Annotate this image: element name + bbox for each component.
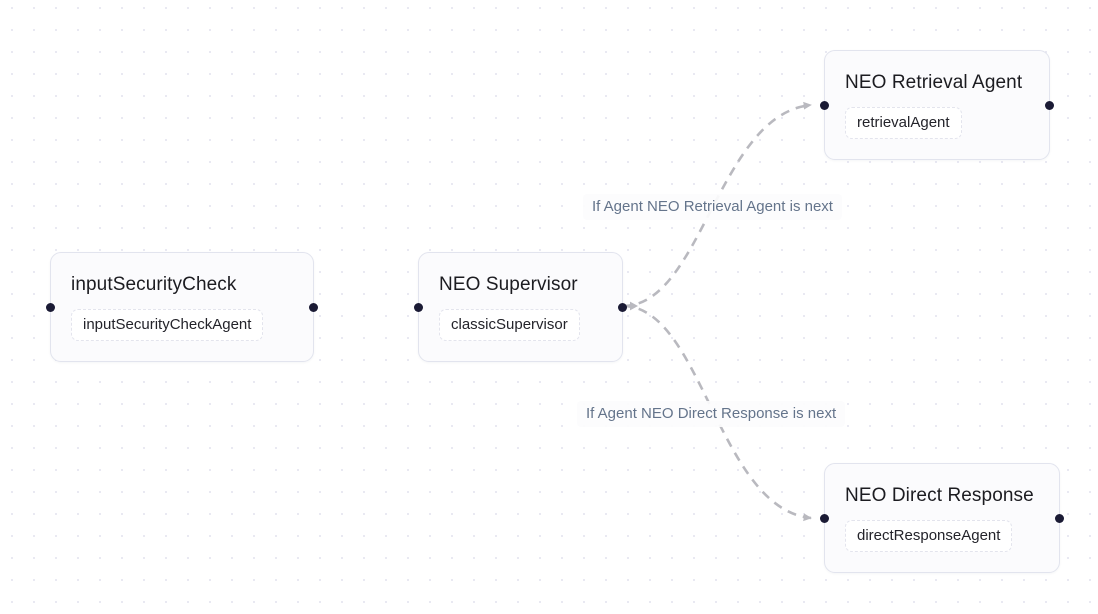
edge-label-direct-response[interactable]: If Agent NEO Direct Response is next	[577, 401, 846, 427]
port-input-left[interactable]	[46, 302, 55, 312]
node-neo-supervisor[interactable]: NEO Supervisor classicSupervisor	[414, 252, 627, 362]
node-title: inputSecurityCheck	[71, 274, 237, 295]
node-input-security-check[interactable]: inputSecurityCheck inputSecurityCheckAge…	[46, 252, 318, 362]
node-title: NEO Retrieval Agent	[845, 72, 1023, 93]
port-supervisor-left[interactable]	[414, 302, 423, 312]
port-retrieval-left[interactable]	[820, 100, 829, 110]
edge-label-retrieval[interactable]: If Agent NEO Retrieval Agent is next	[583, 194, 842, 220]
node-agent-badge: classicSupervisor	[439, 309, 580, 341]
port-retrieval-right[interactable]	[1045, 100, 1054, 110]
node-agent-badge: retrievalAgent	[845, 107, 962, 139]
node-title: NEO Supervisor	[439, 274, 578, 295]
port-direct-right[interactable]	[1055, 513, 1064, 523]
port-input-right[interactable]	[309, 302, 318, 312]
node-title: NEO Direct Response	[845, 485, 1034, 506]
source-arrowhead-icon	[630, 301, 638, 311]
node-neo-direct-response[interactable]: NEO Direct Response directResponseAgent	[820, 463, 1064, 573]
port-direct-left[interactable]	[820, 513, 829, 523]
node-neo-retrieval-agent[interactable]: NEO Retrieval Agent retrievalAgent	[820, 50, 1054, 160]
node-agent-badge: inputSecurityCheckAgent	[71, 309, 264, 341]
node-agent-badge: directResponseAgent	[845, 520, 1013, 552]
port-supervisor-right[interactable]	[618, 302, 627, 312]
